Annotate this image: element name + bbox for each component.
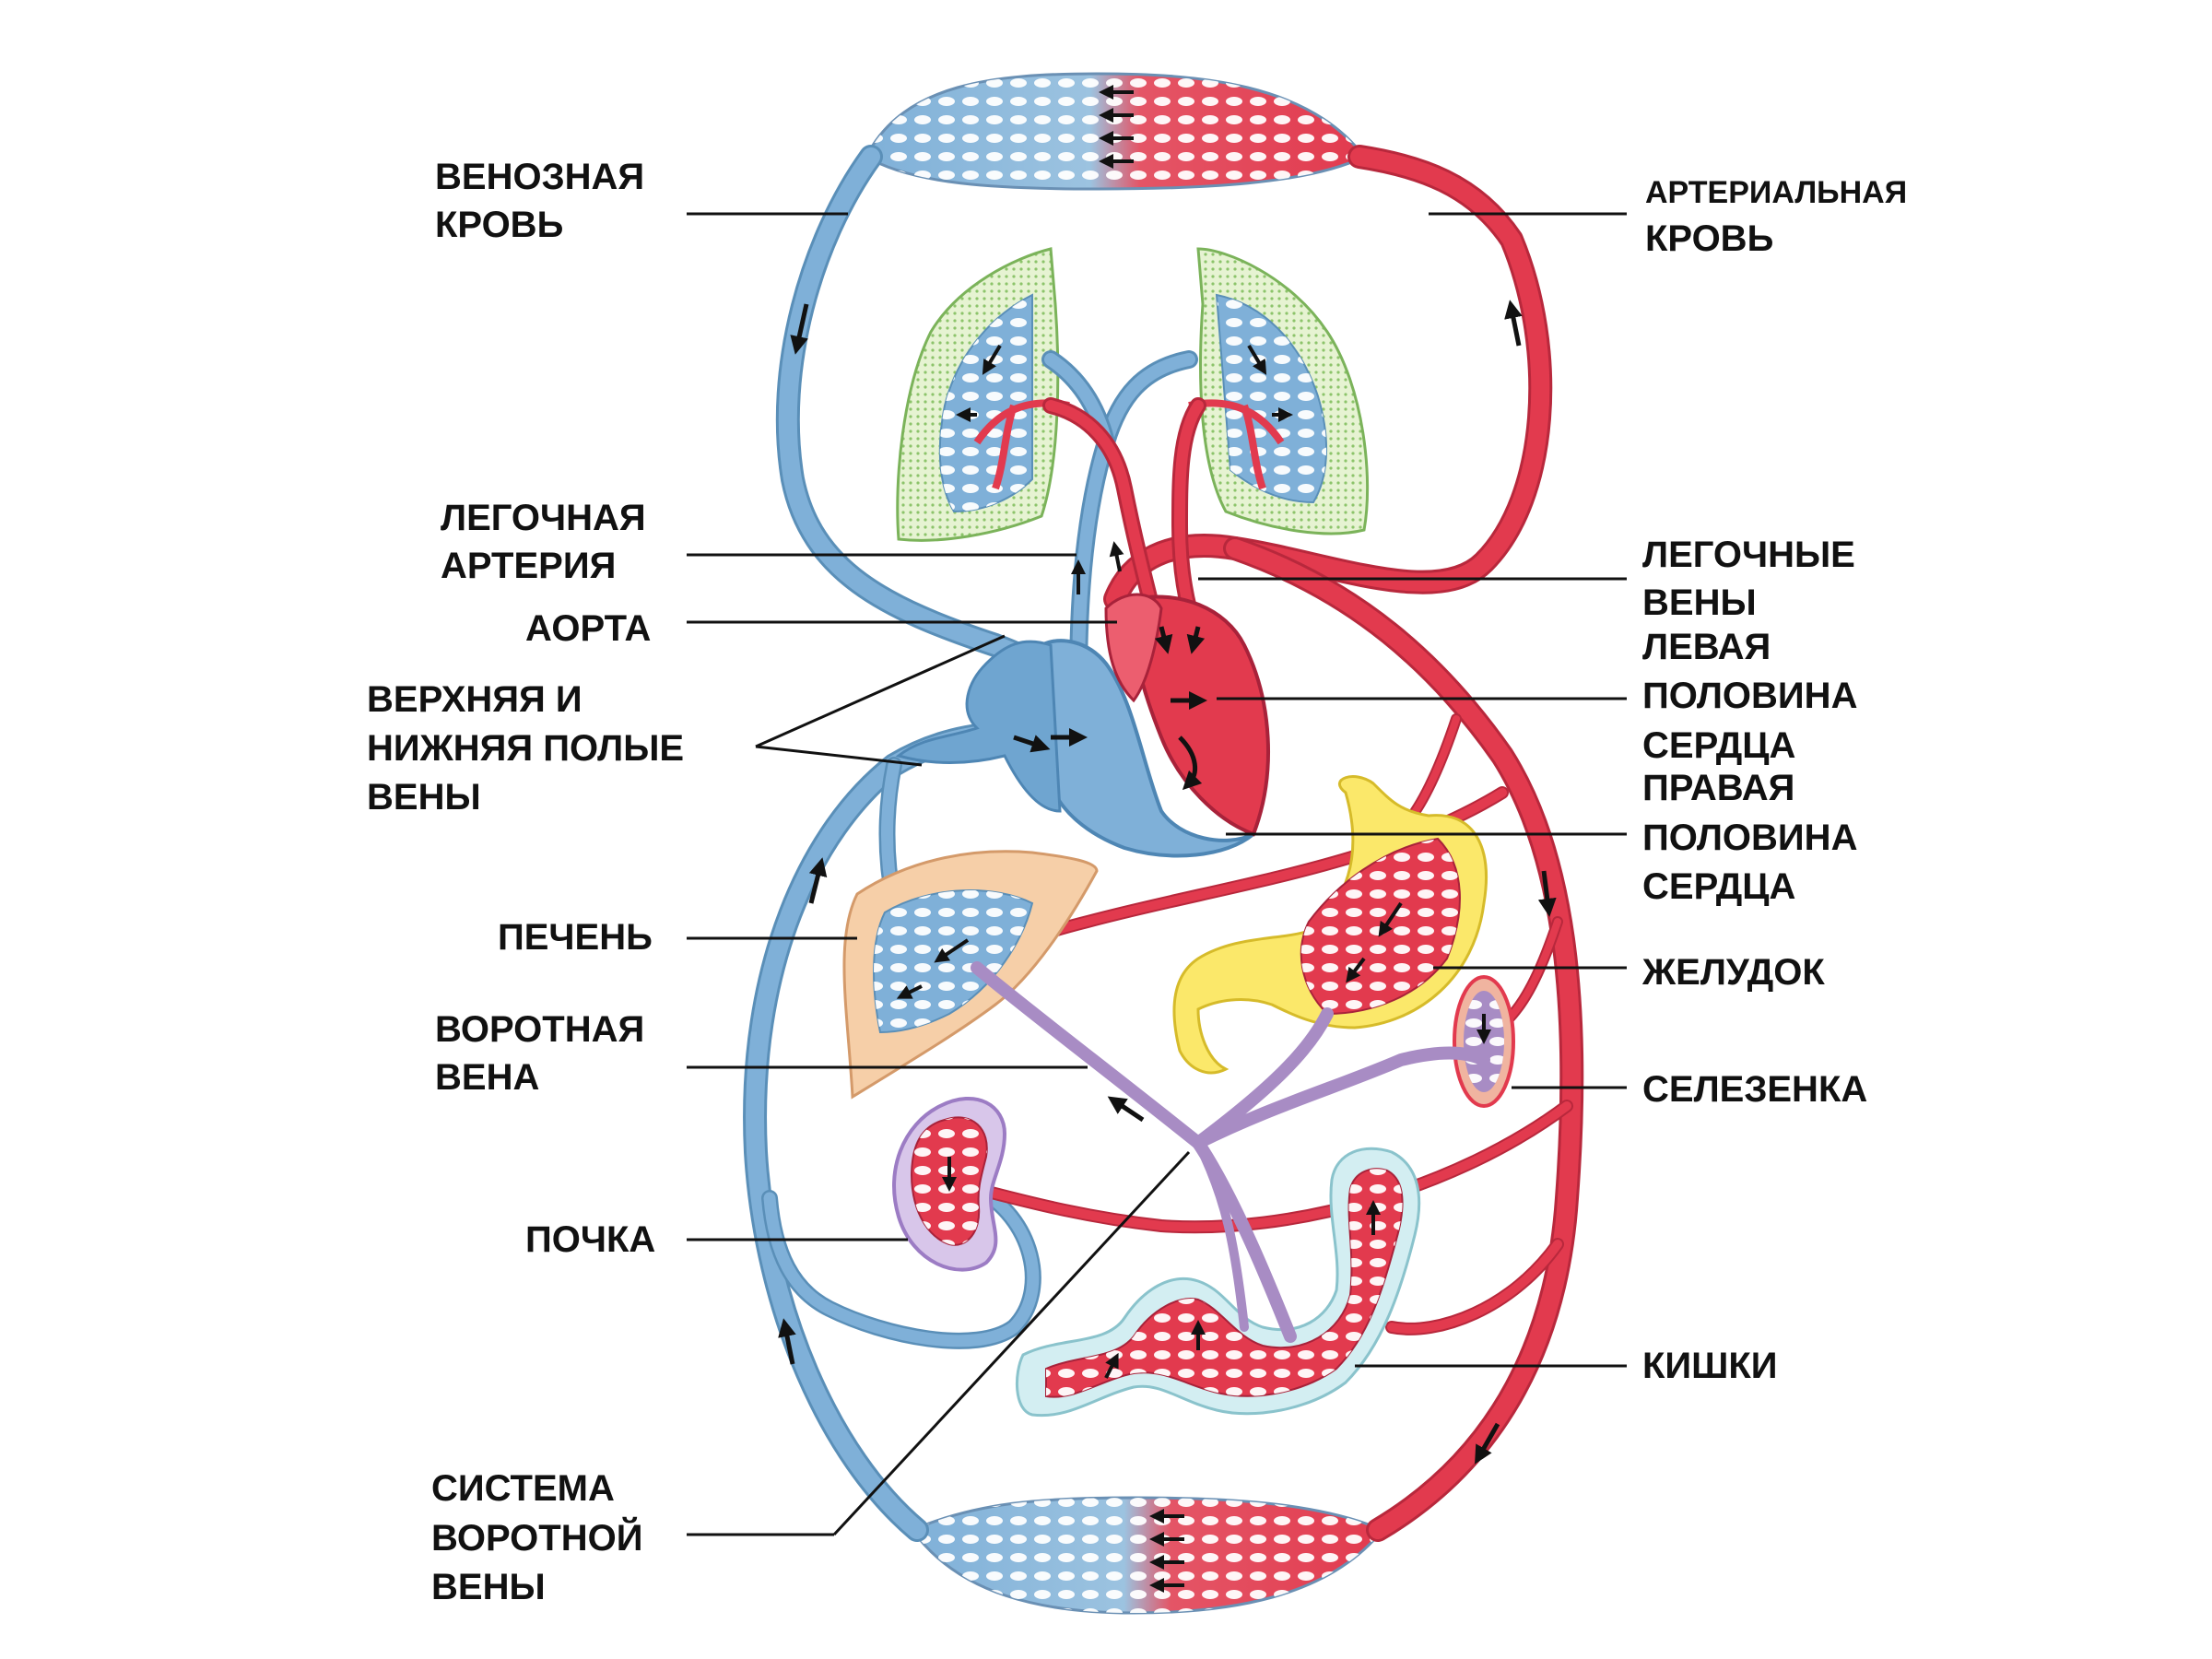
label-venae-cavae: ВЕРХНЯЯ И НИЖНЯЯ ПОЛЫЕ ВЕНЫ [367, 679, 684, 818]
svg-text:КИШКИ: КИШКИ [1642, 1346, 1778, 1386]
svg-text:ВЕНЫ: ВЕНЫ [367, 777, 481, 818]
svg-text:ВЕНЫ: ВЕНЫ [431, 1567, 546, 1607]
svg-text:СЕЛЕЗЕНКА: СЕЛЕЗЕНКА [1642, 1069, 1867, 1110]
label-pulmonary-artery: ЛЕГОЧНАЯ АРТЕРИЯ [441, 498, 646, 586]
svg-text:ПОЛОВИНА: ПОЛОВИНА [1642, 818, 1857, 858]
pulmonary-vessels [1041, 350, 1206, 691]
leader-lines [687, 212, 1627, 1536]
svg-text:ВОРОТНАЯ: ВОРОТНАЯ [435, 1009, 644, 1050]
svg-text:ВЕНА: ВЕНА [435, 1057, 539, 1098]
liver [842, 850, 1099, 1100]
label-stomach: ЖЕЛУДОК [1641, 952, 1825, 993]
right-lung [896, 247, 1070, 542]
svg-text:СИСТЕМА: СИСТЕМА [431, 1468, 615, 1509]
heart [895, 593, 1270, 858]
label-portal-system: СИСТЕМА ВОРОТНОЙ ВЕНЫ [431, 1468, 642, 1607]
svg-text:ПЕЧЕНЬ: ПЕЧЕНЬ [498, 917, 653, 958]
label-spleen: СЕЛЕЗЕНКА [1642, 1069, 1867, 1110]
portal-vein-system [971, 961, 1490, 1343]
svg-text:КРОВЬ: КРОВЬ [435, 205, 563, 245]
svg-text:ВЕНОЗНАЯ: ВЕНОЗНАЯ [435, 157, 644, 197]
capillary-arrows-bottom [1149, 1509, 1184, 1593]
svg-text:АРТЕРИЯ: АРТЕРИЯ [441, 546, 616, 586]
left-lung [1188, 247, 1370, 535]
svg-text:АРТЕРИАЛЬНАЯ: АРТЕРИАЛЬНАЯ [1645, 175, 1907, 210]
label-venous-blood: ВЕНОЗНАЯ КРОВЬ [435, 157, 644, 245]
svg-text:ЛЕВАЯ: ЛЕВАЯ [1642, 627, 1771, 667]
svg-text:ВЕНЫ: ВЕНЫ [1642, 582, 1757, 623]
svg-text:ЖЕЛУДОК: ЖЕЛУДОК [1641, 952, 1825, 993]
label-aorta: АОРТА [525, 608, 651, 649]
svg-text:ПОЧКА: ПОЧКА [525, 1219, 655, 1260]
svg-text:ПОЛОВИНА: ПОЛОВИНА [1642, 676, 1857, 716]
capillary-arrows-top [1099, 85, 1134, 169]
svg-text:ЛЕГОЧНАЯ: ЛЕГОЧНАЯ [441, 498, 646, 538]
artery-arrows [1475, 300, 1557, 1465]
label-liver: ПЕЧЕНЬ [498, 917, 653, 958]
label-left-heart: ЛЕВАЯ ПОЛОВИНА СЕРДЦА [1642, 627, 1857, 766]
label-intestines: КИШКИ [1642, 1346, 1778, 1386]
label-portal-vein: ВОРОТНАЯ ВЕНА [435, 1009, 644, 1098]
label-pulmonary-veins: ЛЕГОЧНЫЕ ВЕНЫ [1642, 535, 1855, 623]
svg-text:ПРАВАЯ: ПРАВАЯ [1642, 768, 1794, 808]
svg-text:НИЖНЯЯ ПОЛЫЕ: НИЖНЯЯ ПОЛЫЕ [367, 728, 684, 769]
stomach [1172, 775, 1488, 1075]
upper-body-capillary-bed [865, 72, 1367, 191]
svg-text:ВЕРХНЯЯ И: ВЕРХНЯЯ И [367, 679, 582, 720]
svg-text:ЛЕГОЧНЫЕ: ЛЕГОЧНЫЕ [1642, 535, 1855, 575]
spleen [1453, 975, 1515, 1108]
svg-text:АОРТА: АОРТА [525, 608, 651, 649]
label-arterial-blood: АРТЕРИАЛЬНАЯ КРОВЬ [1645, 175, 1907, 259]
label-right-heart: ПРАВАЯ ПОЛОВИНА СЕРДЦА [1642, 768, 1857, 907]
svg-text:СЕРДЦА: СЕРДЦА [1642, 725, 1795, 766]
heart-flow-arrows [1013, 626, 1207, 791]
svg-text:СЕРДЦА: СЕРДЦА [1642, 866, 1795, 907]
svg-text:ВОРОТНОЙ: ВОРОТНОЙ [431, 1516, 642, 1559]
label-kidney: ПОЧКА [525, 1219, 655, 1260]
kidney [892, 1096, 1007, 1272]
lower-body-capillary-bed [910, 1496, 1385, 1615]
intestines [1015, 1147, 1421, 1418]
vein-arrows [778, 303, 828, 1365]
svg-text:КРОВЬ: КРОВЬ [1645, 218, 1773, 259]
